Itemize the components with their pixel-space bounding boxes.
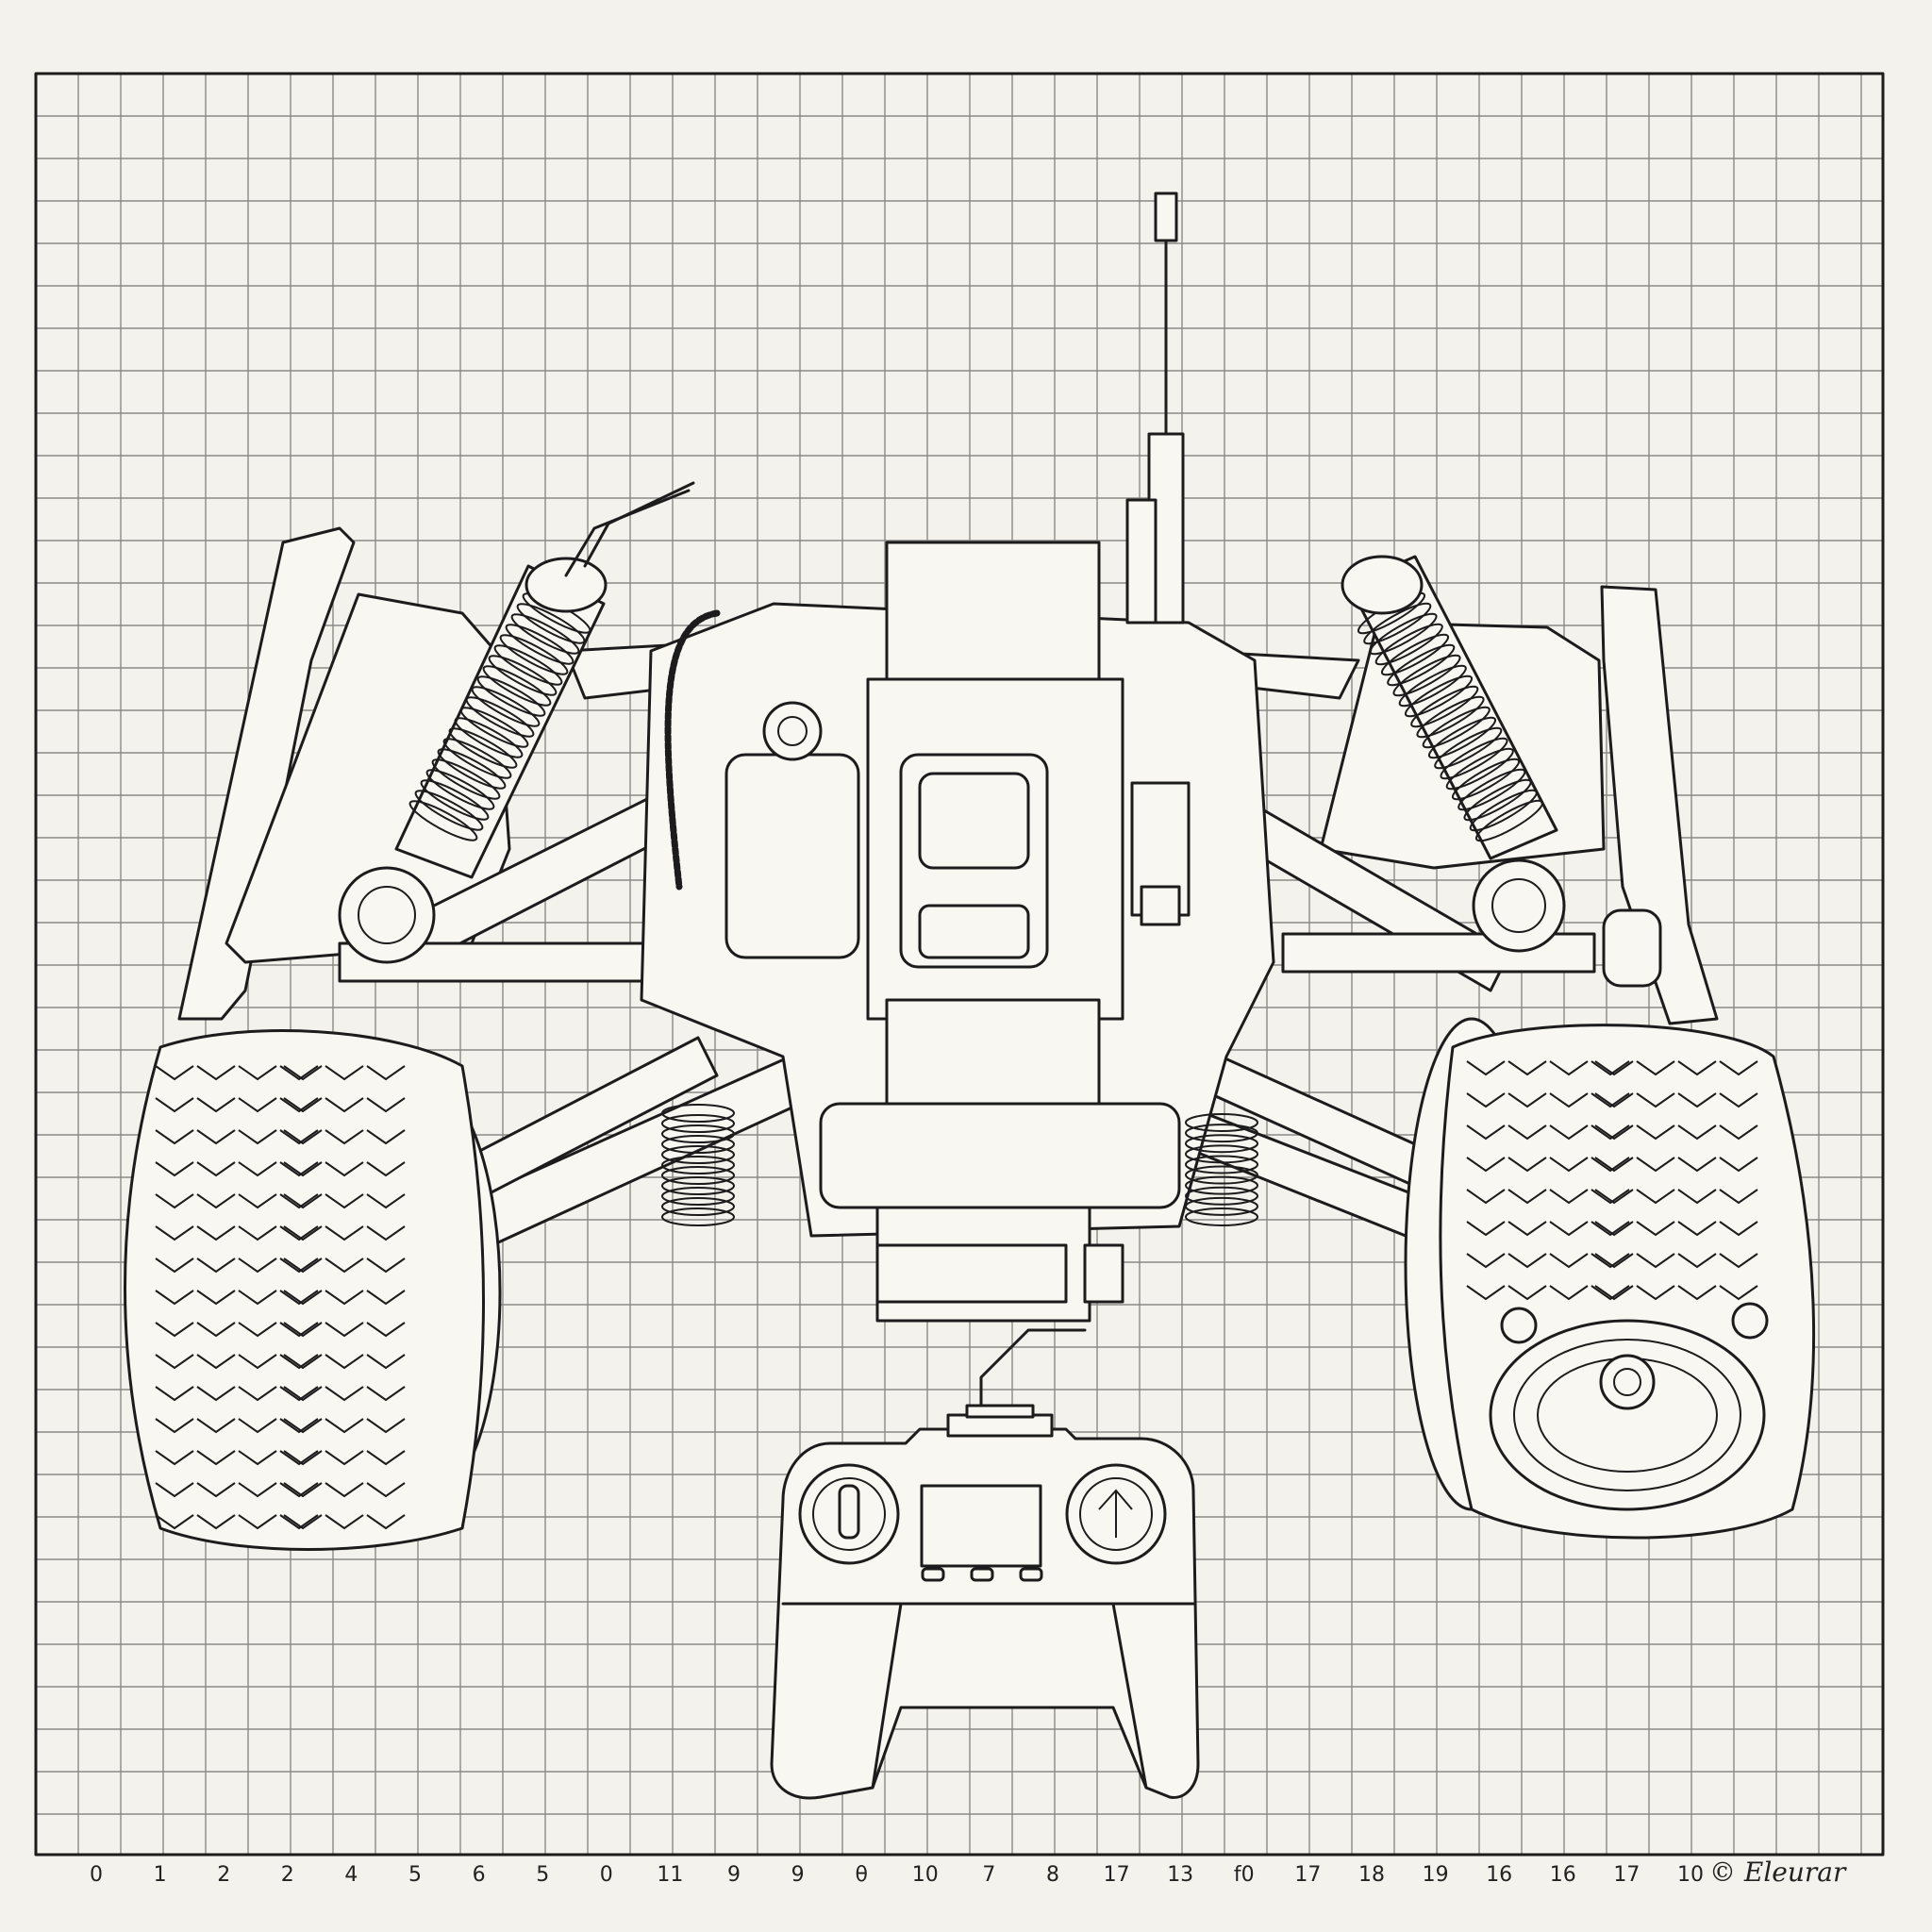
left-wheel <box>124 1029 502 1551</box>
antenna <box>1125 192 1185 625</box>
suspension-arms <box>338 640 1596 1257</box>
right-shock-absorber <box>1341 555 1662 988</box>
lower-springs <box>661 1104 1258 1226</box>
artist-signature: © Eleurar <box>1709 1857 1846 1888</box>
remote-controller <box>770 1328 1200 1800</box>
right-wheel <box>1404 1017 1816 1540</box>
left-shock-absorber <box>338 481 695 964</box>
frame-border <box>34 72 1885 1857</box>
central-body <box>640 541 1275 1323</box>
